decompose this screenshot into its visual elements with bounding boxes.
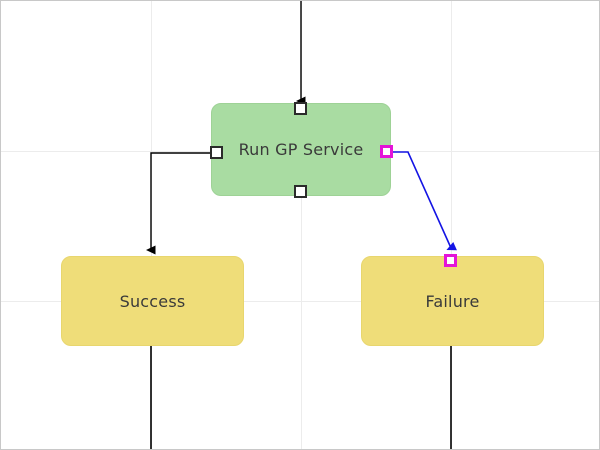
node-label-failure: Failure xyxy=(425,291,480,311)
handle-run-gp-service-bottom[interactable] xyxy=(294,185,307,198)
node-failure[interactable]: Failure xyxy=(361,256,544,346)
node-label-run-gp-service: Run GP Service xyxy=(238,140,364,159)
edge-run-gp-to-failure[interactable] xyxy=(393,151,457,251)
handle-run-gp-service-top[interactable] xyxy=(294,102,307,115)
handle-failure-top[interactable] xyxy=(444,254,457,267)
node-success[interactable]: Success xyxy=(61,256,244,346)
handle-run-gp-service-right[interactable] xyxy=(380,145,393,158)
handle-run-gp-service-left[interactable] xyxy=(210,146,223,159)
edge-run-gp-to-success[interactable] xyxy=(146,152,211,255)
node-run-gp-service[interactable]: Run GP Service xyxy=(211,103,391,196)
node-label-success: Success xyxy=(119,291,186,311)
